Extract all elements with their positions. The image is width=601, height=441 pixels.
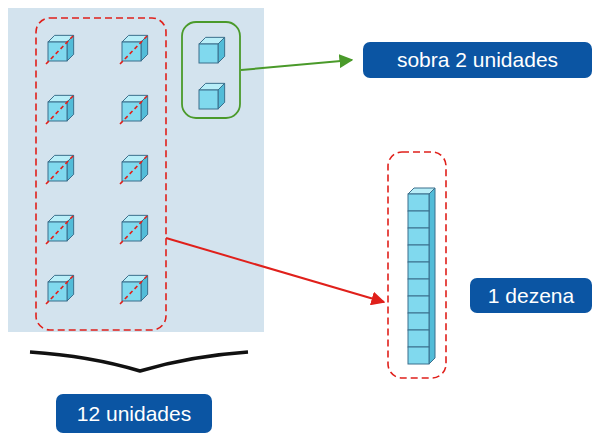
rod-unit [408,347,429,364]
cross-mark [120,275,148,304]
unit-cube [46,35,74,64]
unit-cube [199,83,225,109]
cross-mark [120,95,148,124]
brace [30,352,248,371]
unit-cube [120,35,148,64]
cross-mark [46,155,74,184]
cube-side [67,215,74,241]
rod-unit [408,228,429,245]
unit-cube [46,215,74,244]
rod-unit [408,330,429,347]
cube-side [218,83,225,109]
rod-unit [408,194,429,211]
cube-front [199,44,218,63]
cross-mark [46,35,74,64]
label-box: sobra 2 unidades [363,42,592,78]
rod-unit [408,211,429,228]
cube-side [141,95,148,121]
cube-side [141,215,148,241]
cross-mark [46,275,74,304]
unit-cube [46,275,74,304]
cross-mark [120,215,148,244]
group-outline [388,152,446,378]
cube-side [67,95,74,121]
leader-arrow [166,238,384,302]
cube-front [199,90,218,109]
rod-unit [408,296,429,313]
label-text: sobra 2 unidades [397,48,558,71]
cube-side [141,155,148,181]
label-text: 1 dezena [488,284,574,307]
cross-mark [120,35,148,64]
cube-side [67,155,74,181]
cube-side [67,275,74,301]
rod-unit [408,279,429,296]
unit-cube [120,275,148,304]
ten-rod [408,188,435,364]
rod-unit [408,313,429,330]
cross-mark [120,155,148,184]
rod-side [429,188,435,364]
label-box: 12 unidades [56,394,212,433]
rod-unit [408,245,429,262]
cube-side [67,35,74,61]
unit-cube [199,37,225,63]
cube-side [218,37,225,63]
label-text: 12 unidades [77,402,191,425]
unit-cube [120,155,148,184]
label-box: 1 dezena [470,278,592,313]
unit-cube [46,155,74,184]
cross-mark [46,215,74,244]
background-panel [8,8,264,332]
group-outline [36,18,166,330]
cube-group [46,35,225,304]
unit-cube [120,95,148,124]
leader-arrow [241,60,352,70]
rod-unit [408,262,429,279]
cube-side [141,275,148,301]
cube-side [141,35,148,61]
cross-mark [46,95,74,124]
unit-cube [120,215,148,244]
unit-cube [46,95,74,124]
group-outline [182,22,240,118]
